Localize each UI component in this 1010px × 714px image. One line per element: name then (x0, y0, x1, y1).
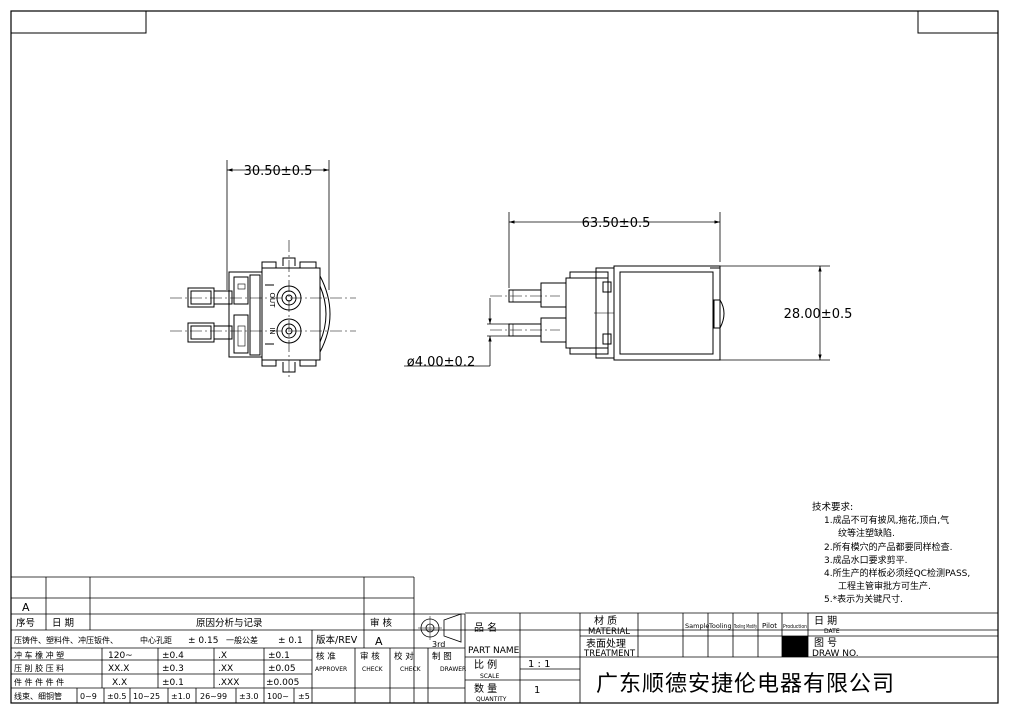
tolerance-rows: 冲 车 橡 冲 塑 压 削 胶 压 料 件 件 件 件 件 120~ ±0.4 … (14, 650, 299, 688)
dimension-length-label: 63.50±0.5 (582, 216, 651, 231)
drawing-no-cn: 图 号 (814, 637, 837, 649)
treatment-en: TREATMENT (583, 649, 636, 659)
tol-bottom-cell: 0~9 (80, 692, 97, 701)
check2-en: CHECK (400, 666, 422, 673)
tol-cell: 120~ (108, 651, 133, 661)
tech-req-item: 纹等注塑缺陷. (838, 529, 895, 540)
qty-value: 1 (534, 685, 540, 696)
tol-bottom-cell: ±1.0 (171, 692, 190, 701)
date-en: DATE (824, 628, 840, 635)
material-cn: 材 质 (594, 614, 617, 627)
company-name: 广东顺德安捷伦电器有限公司 (596, 672, 896, 697)
tol-cell: ±0.1 (162, 678, 184, 688)
check2-cn: 校 对 (394, 651, 414, 662)
tech-req-item: 1.成品不可有披风,拖花,顶白,气 (824, 516, 950, 527)
tol-header-general: 一般公差 (226, 635, 258, 645)
tol-header-parts: 压铸件、塑料件、冲压钣件、 (14, 635, 118, 645)
tol-row-label: 冲 车 橡 冲 塑 (14, 650, 64, 660)
dimension-width-label: 30.50±0.5 (244, 164, 313, 179)
front-view (170, 240, 356, 378)
tech-req-item: 3.成品水口要求剪平. (824, 555, 908, 566)
tol-bottom-cell: 100~ (267, 692, 289, 701)
tol-header-center: 中心孔距 (140, 635, 172, 645)
stage-production: Production (783, 624, 807, 630)
tolerance-bottom-row: 线束、细铜管 0~9 ±0.5 10~25 ±1.0 26~99 ±3.0 10… (14, 691, 310, 701)
dimension-width (226, 160, 330, 290)
approver-cn: 核 准 (316, 651, 336, 662)
tol-cell: ±0.1 (268, 651, 290, 661)
dimension-port-diameter (404, 298, 509, 367)
tol-cell: .XX (218, 664, 233, 674)
approver-en: APPROVER (315, 666, 347, 673)
drawer-en: DRAWER (440, 666, 466, 673)
tol-bottom-label: 线束、细铜管 (14, 691, 62, 701)
tol-header-general-tol: ± 0.1 (278, 636, 303, 646)
material-en: MATERIAL (588, 627, 630, 637)
stage-pilot: Pilot (762, 622, 777, 630)
tol-bottom-cell: 10~25 (133, 692, 160, 701)
qty-en: QUANTITY (476, 696, 507, 703)
tol-header-center-tol: ± 0.15 (188, 636, 218, 646)
dimension-height-label: 28.00±0.5 (784, 307, 853, 322)
tech-req-item: 工程主管审批方可生产. (838, 582, 931, 593)
technical-requirements: 技术要求: 1.成品不可有披风,拖花,顶白,气 纹等注塑缺陷. 2.所有模穴的产… (812, 501, 1008, 608)
rev-col-reason: 原因分析与记录 (196, 617, 263, 629)
tol-cell: ±0.005 (266, 678, 299, 688)
version-value: A (375, 635, 383, 648)
tol-bottom-cell: ±3.0 (239, 692, 258, 701)
tol-cell: X.X (112, 678, 127, 688)
drawer-cn: 制 图 (432, 651, 452, 662)
tech-req-item: 4.所生产的样板必须经QC检测PASS, (824, 569, 971, 580)
tol-bottom-cell: ±5 (298, 692, 310, 701)
part-name-cn: 品 名 (474, 621, 497, 634)
tol-cell: ±0.4 (162, 651, 184, 661)
revision-table (11, 576, 998, 703)
version-label: 版本/REV (316, 634, 358, 646)
scale-value: 1 : 1 (528, 659, 550, 670)
tech-req-item: 5.*表示为关键尺寸. (824, 595, 903, 606)
tol-cell: ±0.05 (268, 664, 296, 674)
port-out-label: OUT (268, 293, 276, 309)
scale-en: SCALE (480, 673, 499, 680)
tol-cell: .X (218, 651, 227, 661)
dimension-length (508, 212, 721, 288)
projection-label: 3rd (432, 640, 445, 649)
tol-bottom-cell: 26~99 (200, 692, 227, 701)
approval-cells: 核 准 APPROVER 审 核 CHECK 校 对 CHECK 制 图 DRA… (315, 651, 466, 673)
sheet-frame (10, 10, 999, 704)
treatment-cn: 表面处理 (586, 637, 626, 650)
qty-cn: 数 量 (474, 682, 497, 695)
tol-row-label: 压 削 胶 压 料 (14, 663, 64, 673)
date-cn: 日 期 (814, 615, 837, 627)
rev-col-date: 日 期 (52, 618, 74, 629)
stage-tooling: Tooling (708, 622, 732, 630)
rev-letter: A (22, 601, 30, 614)
side-view (490, 265, 725, 361)
tol-row-label: 件 件 件 件 件 (14, 677, 64, 687)
production-stage-marker (782, 636, 808, 657)
stage-tooling-modify: Tooling Modify (733, 624, 757, 630)
tech-req-title: 技术要求: (812, 502, 854, 513)
stage-sample: Sample (685, 622, 709, 630)
projection-symbol (414, 613, 466, 703)
tol-cell: .XXX (218, 678, 239, 688)
tol-cell: XX.X (108, 664, 129, 674)
rev-col-seq: 序号 (16, 617, 35, 629)
scale-cn: 比 例 (474, 658, 497, 671)
check1-cn: 审 核 (360, 651, 380, 662)
tol-bottom-cell: ±0.5 (107, 692, 126, 701)
drawing-no-en: DRAW NO. (812, 649, 859, 659)
dimension-port-diameter-label: ø4.00±0.2 (407, 355, 475, 370)
part-name-en: PART NAME (468, 646, 520, 656)
tol-cell: ±0.3 (162, 664, 184, 674)
title-block (465, 612, 998, 703)
tech-req-item: 2.所有模穴的产品都要同样检查. (824, 542, 953, 553)
check1-en: CHECK (362, 666, 384, 673)
dimension-height (714, 265, 830, 361)
port-in-label: IN (268, 327, 276, 334)
rev-col-review: 审 核 (370, 617, 393, 629)
